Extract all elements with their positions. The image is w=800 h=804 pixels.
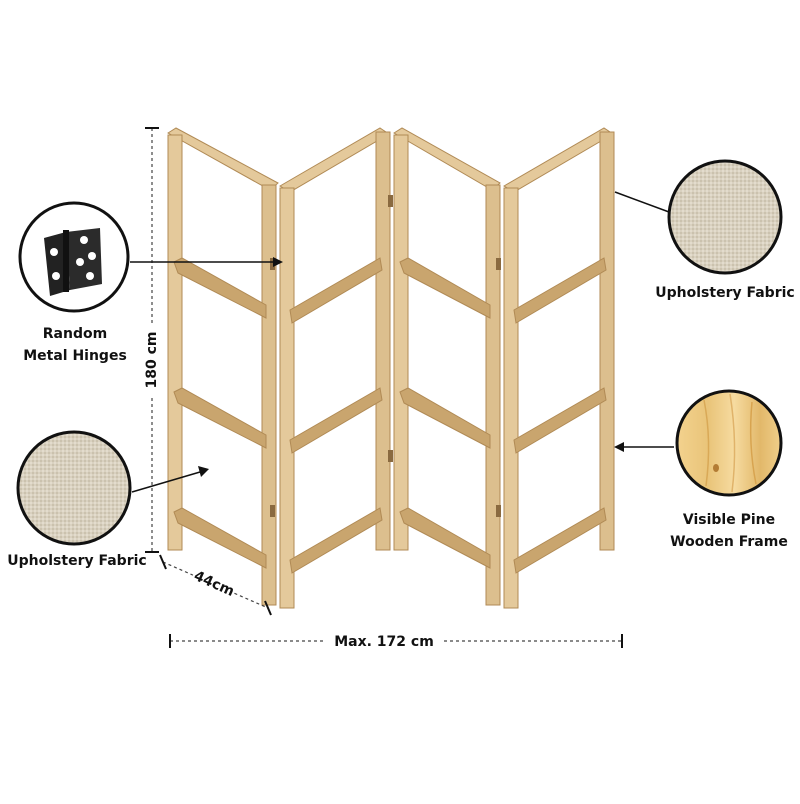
panel-3-rail-2	[399, 387, 491, 449]
panel-3-rail-3	[399, 507, 491, 569]
panel-1-rail-1	[173, 257, 267, 319]
fabric-swatch-icon	[667, 159, 783, 275]
hinges-label: Random Metal Hinges	[20, 323, 130, 367]
panel-1-right-post	[261, 184, 277, 606]
hinge-icon	[44, 228, 102, 296]
panel-4-rail-2	[513, 387, 607, 454]
panel-2-left-post	[279, 187, 295, 609]
fabric-left-arrow	[131, 471, 201, 493]
panel-2-rail-2	[289, 387, 383, 454]
panel-2-rail-1	[289, 257, 383, 324]
depth-dimension: 44cm	[159, 554, 272, 616]
hinges-label-line-2: Metal Hinges	[23, 348, 127, 364]
fabric-right-label: Upholstery Fabric	[655, 285, 795, 301]
hinge-mark	[388, 195, 393, 207]
width-dimension: Max. 172 cm	[169, 634, 623, 650]
panel-2	[279, 127, 391, 609]
width-label: Max. 172 cm	[334, 634, 434, 650]
panel-3-right-post	[485, 184, 501, 606]
panel-2-top-rail	[279, 127, 390, 193]
pine-label-line-1: Visible Pine	[682, 512, 776, 528]
depth-dimension-line	[162, 561, 269, 609]
panel-3-rail-1	[399, 257, 491, 319]
panel-3	[393, 127, 501, 606]
hinge-mark	[388, 450, 393, 462]
hinge-mark	[270, 505, 275, 517]
fabric-left-callout	[16, 430, 209, 546]
fabric-left-label: Upholstery Fabric	[7, 553, 147, 569]
panel-1-rail-3	[173, 507, 267, 569]
hinge-callout	[18, 201, 283, 313]
panel-4-right-post	[599, 131, 615, 551]
panel-1	[167, 127, 279, 606]
panel-1-top-rail	[167, 127, 279, 191]
panel-2-rail-3	[289, 507, 383, 574]
depth-tick-end	[264, 600, 272, 616]
hinge-mark	[496, 505, 501, 517]
height-dimension: 180 cm	[140, 127, 164, 553]
hinges-label-line-1: Random	[42, 326, 108, 342]
fabric-swatch-icon	[16, 430, 132, 546]
panel-4-left-post	[503, 187, 519, 609]
pine-label-line-2: Wooden Frame	[670, 534, 788, 550]
panel-2-right-post	[375, 131, 391, 551]
pine-label: Visible Pine Wooden Frame	[664, 509, 794, 553]
panel-4-top-rail	[503, 127, 614, 193]
panel-1-left-post	[167, 134, 183, 551]
folding-panels	[167, 127, 615, 609]
pine-callout	[614, 389, 783, 497]
panel-4-rail-1	[513, 257, 607, 324]
panel-3-top-rail	[393, 127, 501, 191]
panel-4	[503, 127, 615, 609]
panel-1-rail-2	[173, 387, 267, 449]
panel-4-rail-3	[513, 507, 607, 574]
fabric-right-line	[614, 191, 670, 213]
pine-wood-icon	[675, 389, 783, 497]
panel-3-left-post	[393, 134, 409, 551]
fabric-right-callout	[614, 159, 783, 275]
hinge-mark	[496, 258, 501, 270]
depth-tick-start	[159, 554, 167, 570]
height-label: 180 cm	[144, 332, 160, 389]
hinge-mark	[270, 258, 275, 270]
